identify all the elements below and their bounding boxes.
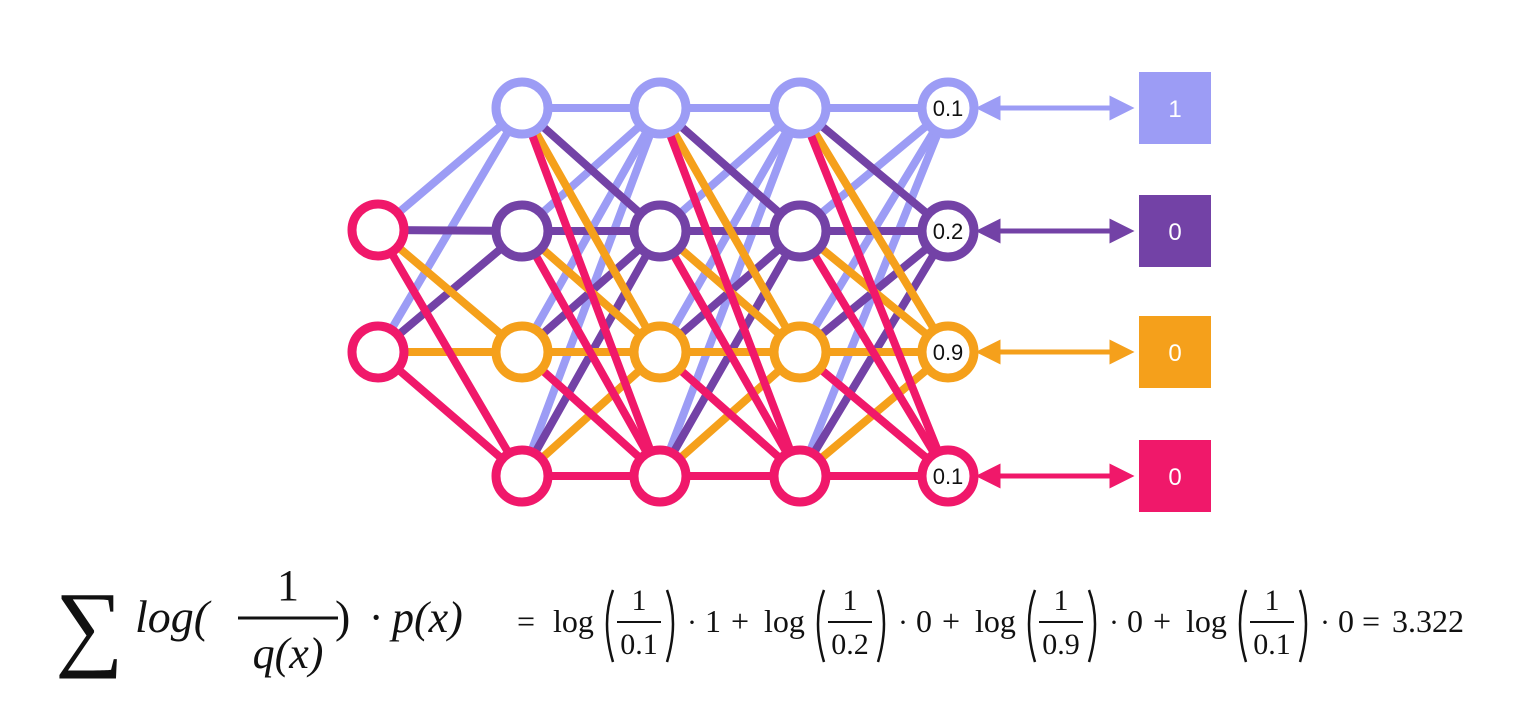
edge-l3-orange-to-magenta (796, 348, 952, 480)
edge-input2-to-h1-magenta (374, 348, 526, 480)
edge-l2-lavender-to-orange (656, 104, 804, 356)
term-4-dot: · (1320, 606, 1330, 639)
edge-input1-to-h1-orange (374, 226, 526, 356)
input-node-2 (347, 321, 409, 383)
term-2-log: log (764, 603, 805, 639)
term-1-numerator: 1 (632, 584, 647, 617)
lhs-log: log( (135, 591, 212, 642)
edge-input1-to-h1-lavender (374, 104, 526, 234)
edge-l1-orange-to-magenta (518, 348, 664, 480)
term-2-open-paren (816, 589, 826, 663)
plus-sign-2: + (942, 603, 960, 639)
term-4-log: log (1186, 603, 1227, 639)
term-3-close-paren (1087, 589, 1097, 663)
result-equals: = (1362, 603, 1380, 639)
plus-sign-3: + (1153, 603, 1171, 639)
target-value-orange: 0 (1168, 340, 1181, 367)
edge-l1-purple-to-magenta (518, 227, 664, 480)
term-1-denominator: 0.1 (620, 628, 658, 661)
term-3-log: log (975, 603, 1016, 639)
expanded-terms: =log10.1·1+log10.2·0+log10.9·0+log10.1·0… (517, 584, 1464, 663)
output-value-orange: 0.9 (933, 340, 964, 365)
target-value-magenta: 0 (1168, 464, 1181, 491)
hidden-node-l2-orange (629, 321, 691, 383)
term-2-factor: 0 (916, 603, 932, 639)
output-node-orange (917, 321, 979, 383)
term-4-close-paren (1298, 589, 1308, 663)
output-value-purple: 0.2 (933, 219, 964, 244)
hidden-node-l2-lavender (629, 77, 691, 139)
hidden-node-l2-magenta (629, 445, 691, 507)
input-node-1 (347, 199, 409, 261)
hidden-node-l3-orange (769, 321, 831, 383)
connection-lines (374, 104, 952, 480)
hidden-node-l3-lavender (769, 77, 831, 139)
output-layer: 0.1 1 0.2 0 0.9 0 0.1 0 (917, 72, 1211, 512)
term-4-open-paren (1238, 589, 1248, 663)
target-box-magenta (1139, 440, 1211, 512)
edge-l1-lavender-to-purple (518, 104, 664, 235)
term-1-dot: · (687, 606, 697, 639)
output-node-magenta (917, 445, 979, 507)
lhs-numerator: 1 (277, 561, 299, 610)
target-box-orange (1139, 316, 1211, 388)
term-4-factor: 0 (1338, 603, 1354, 639)
edge-l1-lavender-to-magenta (518, 104, 664, 480)
edge-l2-purple-to-magenta (656, 227, 804, 480)
term-3-open-paren (1027, 589, 1037, 663)
hidden-node-l1-orange (491, 321, 553, 383)
output-value-lavender: 0.1 (933, 96, 964, 121)
term-3-numerator: 1 (1054, 584, 1069, 617)
rhs-equals: = (517, 603, 535, 639)
edge-l2-lavender-to-purple (656, 104, 804, 235)
hidden-node-l1-magenta (491, 445, 553, 507)
term-3-factor: 0 (1127, 603, 1143, 639)
term-4-numerator: 1 (1265, 584, 1280, 617)
lhs-denominator: q(x) (253, 629, 324, 678)
term-1-close-paren (665, 589, 675, 663)
hidden-node-l3-purple (769, 200, 831, 262)
edge-l3-lavender-to-orange (796, 104, 952, 356)
target-box-lavender (1139, 72, 1211, 144)
term-3-denominator: 0.9 (1042, 628, 1080, 661)
lhs-times-p: · p(x) (370, 593, 463, 642)
plus-sign-1: + (731, 603, 749, 639)
cross-entropy-formula: ∑ log( 1 q(x) ) · p(x) =log10.1·1+log10.… (55, 561, 1464, 679)
term-2-numerator: 1 (843, 584, 858, 617)
edge-l3-purple-to-magenta (796, 227, 952, 480)
output-node-purple (917, 200, 979, 262)
term-2-denominator: 0.2 (831, 628, 869, 661)
edge-l3-lavender-to-purple (796, 104, 952, 235)
output-node-lavender (917, 77, 979, 139)
neuron-nodes (347, 77, 831, 507)
target-value-lavender: 1 (1168, 96, 1181, 123)
output-value-magenta: 0.1 (933, 464, 964, 489)
hidden-node-l2-purple (629, 200, 691, 262)
target-value-purple: 0 (1168, 219, 1181, 246)
edge-l1-lavender-to-orange (518, 104, 664, 356)
edge-input1-to-h1-magenta (374, 226, 526, 480)
term-2-close-paren (876, 589, 886, 663)
hidden-node-l1-purple (491, 200, 553, 262)
term-1-factor: 1 (705, 603, 721, 639)
term-1-open-paren (605, 589, 615, 663)
edge-l3-lavender-to-magenta (796, 104, 952, 480)
term-1-log: log (553, 603, 594, 639)
neural-network-diagram: 0.1 1 0.2 0 0.9 0 0.1 0 (347, 72, 1211, 512)
target-box-purple (1139, 195, 1211, 267)
result-value: 3.322 (1392, 603, 1464, 639)
term-3-dot: · (1109, 606, 1119, 639)
edge-l2-orange-to-magenta (656, 348, 804, 480)
lhs-close-paren: ) (335, 591, 350, 642)
term-2-dot: · (898, 606, 908, 639)
hidden-node-l1-lavender (491, 77, 553, 139)
hidden-node-l3-magenta (769, 445, 831, 507)
sum-symbol: ∑ (55, 572, 123, 679)
edge-l2-lavender-to-magenta (656, 104, 804, 480)
term-4-denominator: 0.1 (1253, 628, 1291, 661)
